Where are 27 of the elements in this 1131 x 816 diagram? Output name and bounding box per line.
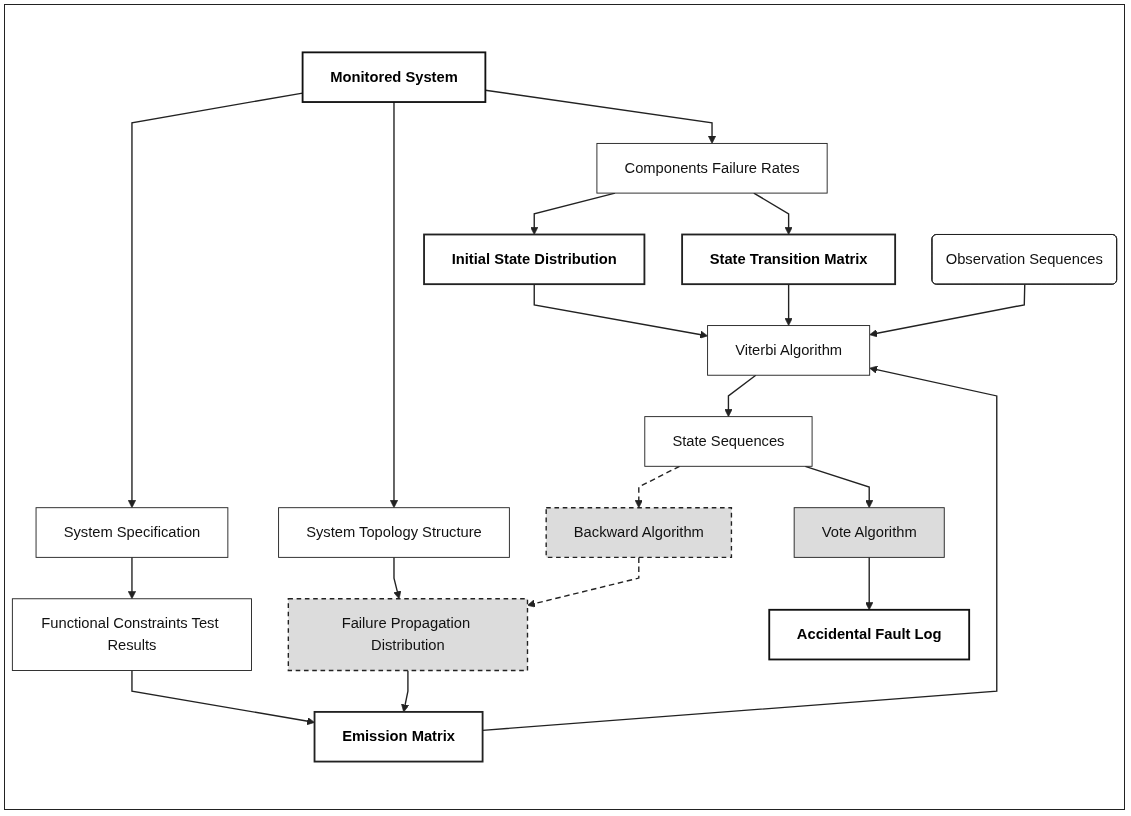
node-box: Failure Propagation Distribution [287, 598, 529, 672]
arrow [724, 374, 757, 418]
node-box: State Transition Matrix [681, 233, 897, 286]
arrow [753, 192, 793, 235]
arrow [869, 283, 1026, 338]
arrow [131, 669, 315, 726]
node-box: Viterbi Algorithm [707, 325, 871, 376]
node-box: Emission Matrix [313, 711, 484, 763]
node-box: Components Failure Rates [596, 143, 828, 194]
arrow [401, 669, 410, 713]
node-box: System Specification [35, 507, 229, 558]
arrow [393, 556, 402, 600]
arrow [784, 283, 793, 326]
node-box: Functional Constraints Test Results [11, 598, 252, 671]
arrow [865, 556, 874, 611]
arrow [389, 101, 399, 509]
node-box: Accidental Fault Log [768, 608, 971, 661]
arrow [533, 283, 708, 339]
node-box: Vote Algorithm [793, 507, 945, 558]
node-box: State Sequences [644, 416, 813, 467]
node-box: Monitored System [301, 51, 487, 103]
arrow [634, 465, 681, 509]
arrow [527, 556, 640, 608]
node-box: Backward Algorithm [545, 507, 733, 559]
arrow [127, 556, 136, 600]
node-box: System Topology Structure [278, 507, 510, 558]
node-box: Initial State Distribution [423, 233, 646, 286]
